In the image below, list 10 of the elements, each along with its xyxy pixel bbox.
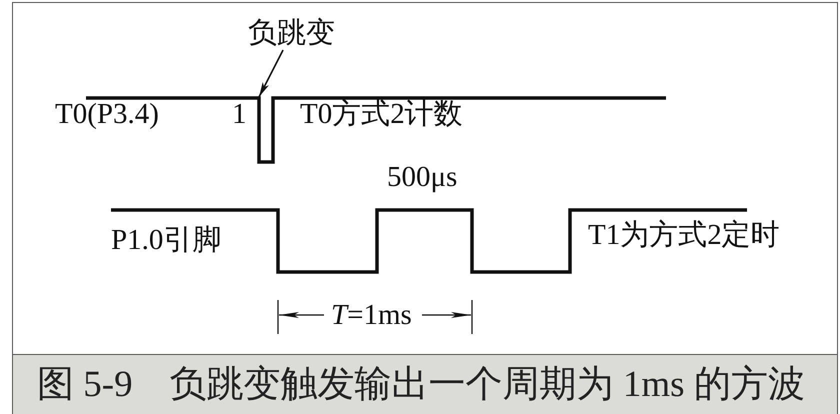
duration-label: 500μs <box>387 163 458 192</box>
level-label: 1 <box>232 100 246 129</box>
dimension-label: T=1ms <box>331 301 412 330</box>
callout-label: 负跳变 <box>248 19 335 48</box>
signal-label: T0(P3.4) <box>55 100 159 129</box>
leader-line <box>258 50 284 98</box>
signal-label: P1.0引脚 <box>111 226 222 255</box>
mode-note: T0方式2计数 <box>300 100 463 129</box>
mode-note: T1为方式2定时 <box>588 221 780 250</box>
figure-caption: 图 5-9 负跳变触发输出一个周期为 1ms 的方波 <box>37 366 805 403</box>
